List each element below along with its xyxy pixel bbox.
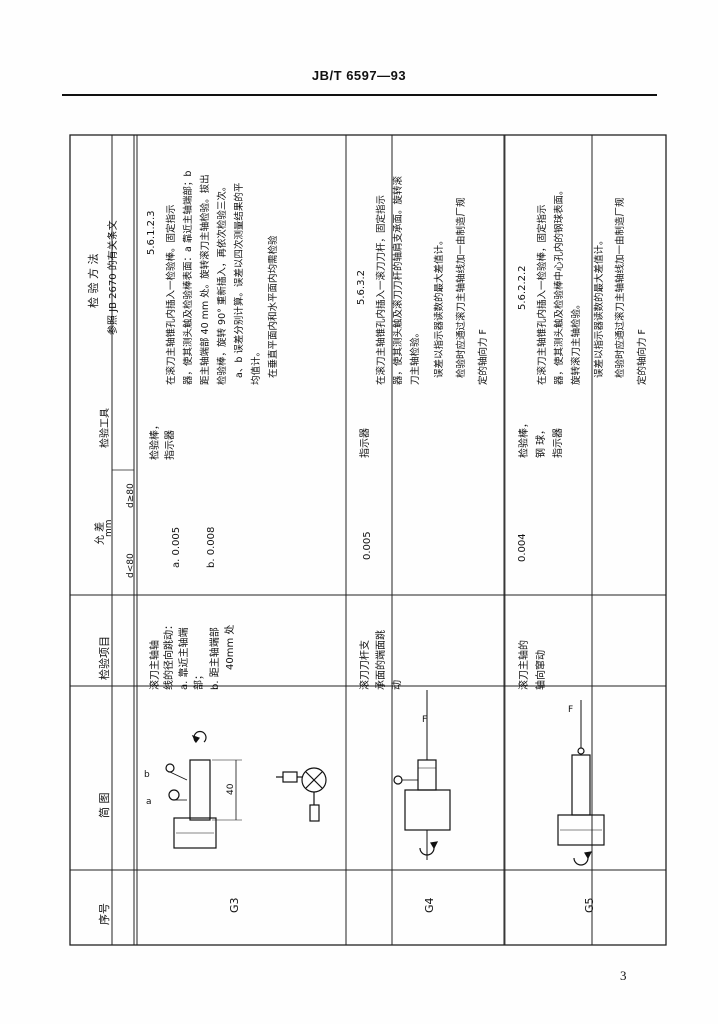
g4-label-f: F: [422, 715, 427, 725]
row-g5-tool-line-3: 指示器: [553, 428, 564, 458]
row-g5-item-line-2: 轴向窜动: [536, 650, 547, 690]
row-g5-method-line-3: 旋转滚刀主轴检验。: [571, 299, 582, 385]
row-g5-method-line-2: 器，使其测头触及检验棒中心孔内的钢球表面。: [554, 185, 565, 385]
header-rule: [62, 94, 657, 96]
g5-label-f: F: [568, 705, 573, 715]
row-g5-tool-line-2: 钢 球，: [536, 424, 547, 458]
row-g5-method-clause: 5.6.2.2.2: [517, 265, 528, 310]
row-g5-item-line-1: 滚刀主轴的: [519, 640, 530, 690]
page-number: 3: [620, 968, 627, 983]
g3-dim-40: 40: [226, 783, 236, 795]
row-g5-method-line-5: 检验时应通过滚刀主轴轴线加一由制造厂规: [615, 197, 626, 378]
row-g5-method-line-4: 误差以指示器读数的最大差值计。: [594, 235, 605, 378]
row-g5-method-line-6: 定的轴向力 F: [637, 329, 648, 385]
document-id-header: JB/T 6597—93: [311, 68, 407, 83]
g3-label-a: a: [146, 797, 152, 807]
g3-label-b: b: [144, 770, 150, 780]
row-g5-tool-line-1: 检验棒，: [519, 418, 530, 458]
row-g5-tol: 0.004: [517, 533, 528, 562]
row-g5-method-line-1: 在滚刀主轴锥孔内插入一检验棒，固定指示: [537, 204, 548, 385]
